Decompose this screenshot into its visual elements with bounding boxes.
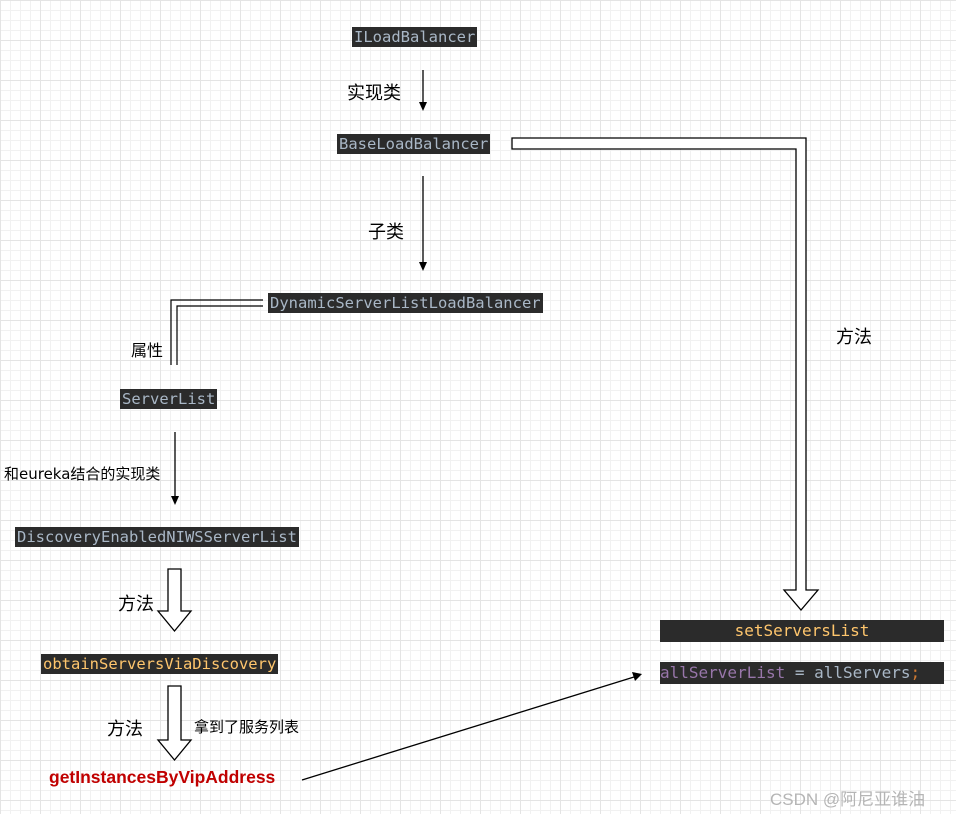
- label-attribute: 属性: [131, 341, 164, 360]
- connector-attribute: [170, 299, 263, 365]
- label-method-2: 方法: [107, 719, 143, 740]
- label-got-list: 拿到了服务列表: [194, 718, 300, 736]
- label-subclass: 子类: [368, 222, 404, 243]
- node-setserverslist: setServersList: [660, 620, 944, 642]
- watermark: CSDN @阿尼亚谁油: [770, 790, 926, 809]
- node-getinstancesbyvipaddress: getInstancesByVipAddress: [49, 767, 276, 787]
- node-serverlist: ServerList: [120, 389, 218, 409]
- node-iloadbalancer: ILoadBalancer: [352, 27, 478, 47]
- label-eureka-impl: 和eureka结合的实现类: [4, 465, 161, 483]
- assignment-expression: = allServers: [785, 663, 911, 682]
- block-arrow-method-1: [156, 568, 193, 633]
- node-baseloadbalancer: BaseLoadBalancer: [337, 134, 491, 154]
- arrow-eureka-impl: [171, 432, 179, 505]
- block-arrow-method-2: [156, 685, 193, 762]
- label-method-1: 方法: [118, 594, 154, 615]
- assignment-semicolon: ;: [910, 663, 921, 682]
- label-method-right: 方法: [836, 327, 872, 348]
- node-discoveryenabledniwsserverlist: DiscoveryEnabledNIWSServerList: [15, 527, 299, 547]
- label-impl: 实现类: [347, 83, 401, 104]
- assignment-variable: allServerList: [660, 663, 786, 682]
- block-arrow-method-right: [511, 137, 820, 612]
- arrow-impl: [419, 70, 427, 111]
- arrow-subclass: [419, 176, 427, 271]
- node-dynamicserverlistloadbalancer: DynamicServerListLoadBalancer: [268, 293, 543, 313]
- node-obtainserversviadiscovery: obtainServersViaDiscovery: [41, 654, 279, 674]
- code-assignment: allServerList = allServers;: [660, 662, 944, 684]
- arrow-got-list: [301, 672, 642, 781]
